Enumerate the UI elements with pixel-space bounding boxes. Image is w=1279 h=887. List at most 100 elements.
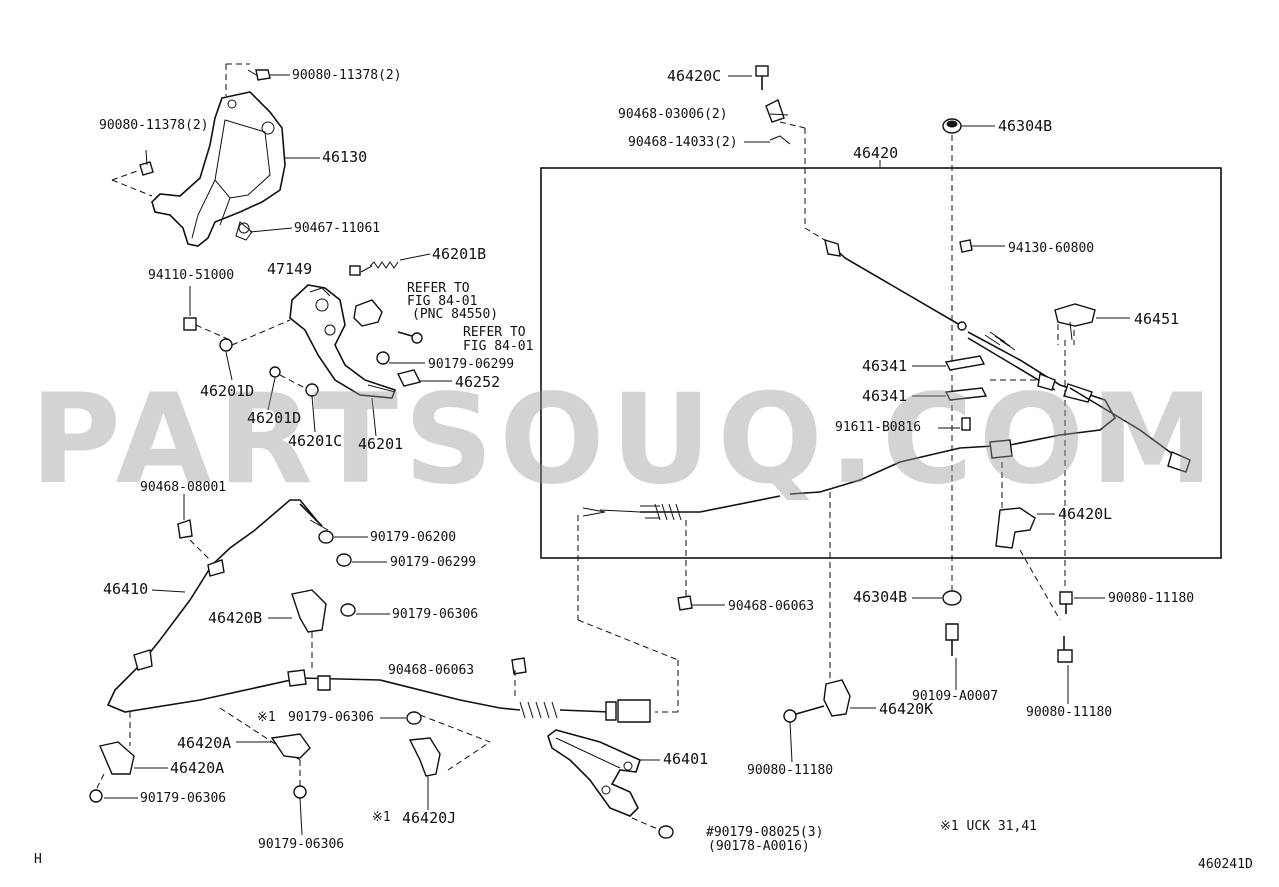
bolt-46420C: [755, 65, 769, 90]
label-90080-11180-right-b[interactable]: 90080-11180: [1026, 705, 1113, 720]
label-46201B[interactable]: 46201B: [432, 245, 487, 263]
pedal-bracket-46130: [151, 91, 286, 247]
label-46420A-b[interactable]: 46420A: [170, 759, 225, 777]
bracket-46420L: [995, 507, 1036, 549]
label-94130-60800[interactable]: 94130-60800: [1008, 241, 1095, 256]
label-46304B-bottom[interactable]: 46304B: [853, 588, 908, 606]
bracket-46420A-b: [99, 741, 135, 775]
label-refer1-line2[interactable]: FIG 84-01: [407, 294, 478, 309]
label-90109-A0007[interactable]: 90109-A0007: [912, 689, 999, 704]
label-94110-51000[interactable]: 94110-51000: [148, 268, 235, 283]
label-90080-11378-top[interactable]: 90080-11378(2): [292, 68, 402, 83]
label-46201D-b[interactable]: 46201D: [247, 409, 302, 427]
nut-90179-06299-b: [336, 553, 352, 567]
bracket-46401: [547, 729, 641, 817]
label-90080-11378-left[interactable]: 90080-11378(2): [99, 118, 209, 133]
bracket-46420B: [291, 589, 327, 633]
nut-90179-06200: [318, 530, 334, 544]
label-90080-11180-right-a[interactable]: 90080-11180: [1108, 591, 1195, 606]
bush-46201D-a: [219, 338, 233, 352]
screw-refer: [397, 331, 423, 344]
retainer-94130-60800: [959, 239, 973, 253]
label-90468-08001[interactable]: 90468-08001: [140, 480, 227, 495]
label-90179-08025[interactable]: #90179-08025(3): [706, 825, 824, 840]
clamp-46451: [1054, 303, 1096, 341]
label-46420A-a[interactable]: 46420A: [177, 734, 232, 752]
bush-94110-51000: [183, 317, 197, 331]
label-91611-B0816[interactable]: 91611-B0816: [835, 420, 922, 435]
label-refer2-line1: REFER TO: [463, 325, 526, 340]
label-90179-06200[interactable]: 90179-06200: [370, 530, 457, 545]
label-90179-06299-b[interactable]: 90179-06299: [390, 555, 477, 570]
label-46451[interactable]: 46451: [1134, 310, 1180, 328]
bolt-90080-11378-top: [247, 69, 271, 81]
bush-46201D-b: [269, 366, 281, 378]
clip-90468-14033: [769, 135, 791, 145]
label-46420K[interactable]: 46420K: [879, 700, 934, 718]
bolt-91611-B0816: [961, 417, 971, 431]
label-46201C[interactable]: 46201C: [288, 432, 343, 450]
label-90468-06063-lower[interactable]: 90468-06063: [388, 663, 475, 678]
clip-90468-03006: [765, 99, 785, 123]
label-mark1-a: ※1: [257, 710, 276, 725]
label-46201D-a[interactable]: 46201D: [200, 382, 255, 400]
nut-90179-06306-c: [89, 789, 103, 803]
label-46410[interactable]: 46410: [103, 580, 149, 598]
collar-46201C: [305, 383, 319, 397]
nut-90179-06306-b: [406, 711, 422, 725]
label-46420B[interactable]: 46420B: [208, 609, 263, 627]
stud-47149: [349, 265, 361, 276]
label-90179-06306-c[interactable]: 90179-06306: [140, 791, 227, 806]
label-46304B-top[interactable]: 46304B: [998, 117, 1053, 135]
label-90179-06306-b[interactable]: 90179-06306: [288, 710, 375, 725]
nut-90179-08025: [658, 825, 674, 839]
note-uck: ※1 UCK 31,41: [940, 819, 1037, 834]
label-90468-03006[interactable]: 90468-03006(2): [618, 107, 728, 122]
bracket-46341-a: [944, 355, 986, 371]
diagram-code: 460241D: [1198, 857, 1253, 872]
label-90179-06306-a[interactable]: 90179-06306: [392, 607, 479, 622]
label-90468-14033[interactable]: 90468-14033(2): [628, 135, 738, 150]
corner-mark: H: [34, 852, 42, 867]
label-46201[interactable]: 46201: [358, 435, 404, 453]
label-46401[interactable]: 46401: [663, 750, 709, 768]
grommet-46304B-bottom: [942, 590, 962, 606]
label-46420C[interactable]: 46420C: [667, 67, 722, 85]
label-46130[interactable]: 46130: [322, 148, 368, 166]
label-46420J[interactable]: 46420J: [402, 809, 457, 827]
spring-46201B: [369, 261, 399, 269]
bolt-90080-11180-right-a: [1059, 591, 1073, 614]
bolt-90080-11180-right-b: [1057, 636, 1073, 663]
label-90468-06063-box[interactable]: 90468-06063: [728, 599, 815, 614]
bolt-90109-A0007: [945, 623, 959, 656]
label-46420L[interactable]: 46420L: [1058, 505, 1113, 523]
label-90179-06306-d[interactable]: 90179-06306: [258, 837, 345, 852]
label-90179-06299-a[interactable]: 90179-06299: [428, 357, 515, 372]
clip-90468-06063-lower: [511, 657, 527, 675]
label-mark1-b: ※1: [372, 810, 391, 825]
label-refer1-line1: REFER TO: [407, 281, 470, 296]
bracket-46420K: [823, 679, 851, 717]
label-90178-A0016[interactable]: (90178-A0016): [708, 839, 810, 854]
cable-46420-assembly: [582, 238, 1191, 521]
bolt-90080-11180-c: [783, 705, 825, 723]
clip-90468-06063-box: [677, 595, 693, 611]
label-90467-11061[interactable]: 90467-11061: [294, 221, 381, 236]
clip-90468-08001: [177, 519, 193, 539]
label-46341-b[interactable]: 46341: [862, 387, 908, 405]
pedal-arm-46201: [289, 284, 397, 399]
bracket-46420J: [408, 737, 441, 777]
label-refer2-line2[interactable]: FIG 84-01: [463, 339, 534, 354]
nut-46420A-bolt: [293, 785, 307, 799]
label-46341-a[interactable]: 46341: [862, 357, 908, 375]
label-47149[interactable]: 47149: [267, 260, 313, 278]
label-refer1-line3: (PNC 84550): [412, 307, 499, 322]
assembly-frame-46420: [540, 167, 1222, 559]
bracket-46341-b: [944, 387, 988, 401]
label-46420[interactable]: 46420: [853, 144, 899, 162]
label-46252[interactable]: 46252: [455, 373, 501, 391]
pad-46252: [396, 369, 422, 387]
bracket-46420A-a: [270, 733, 311, 759]
label-90080-11180-c[interactable]: 90080-11180: [747, 763, 834, 778]
